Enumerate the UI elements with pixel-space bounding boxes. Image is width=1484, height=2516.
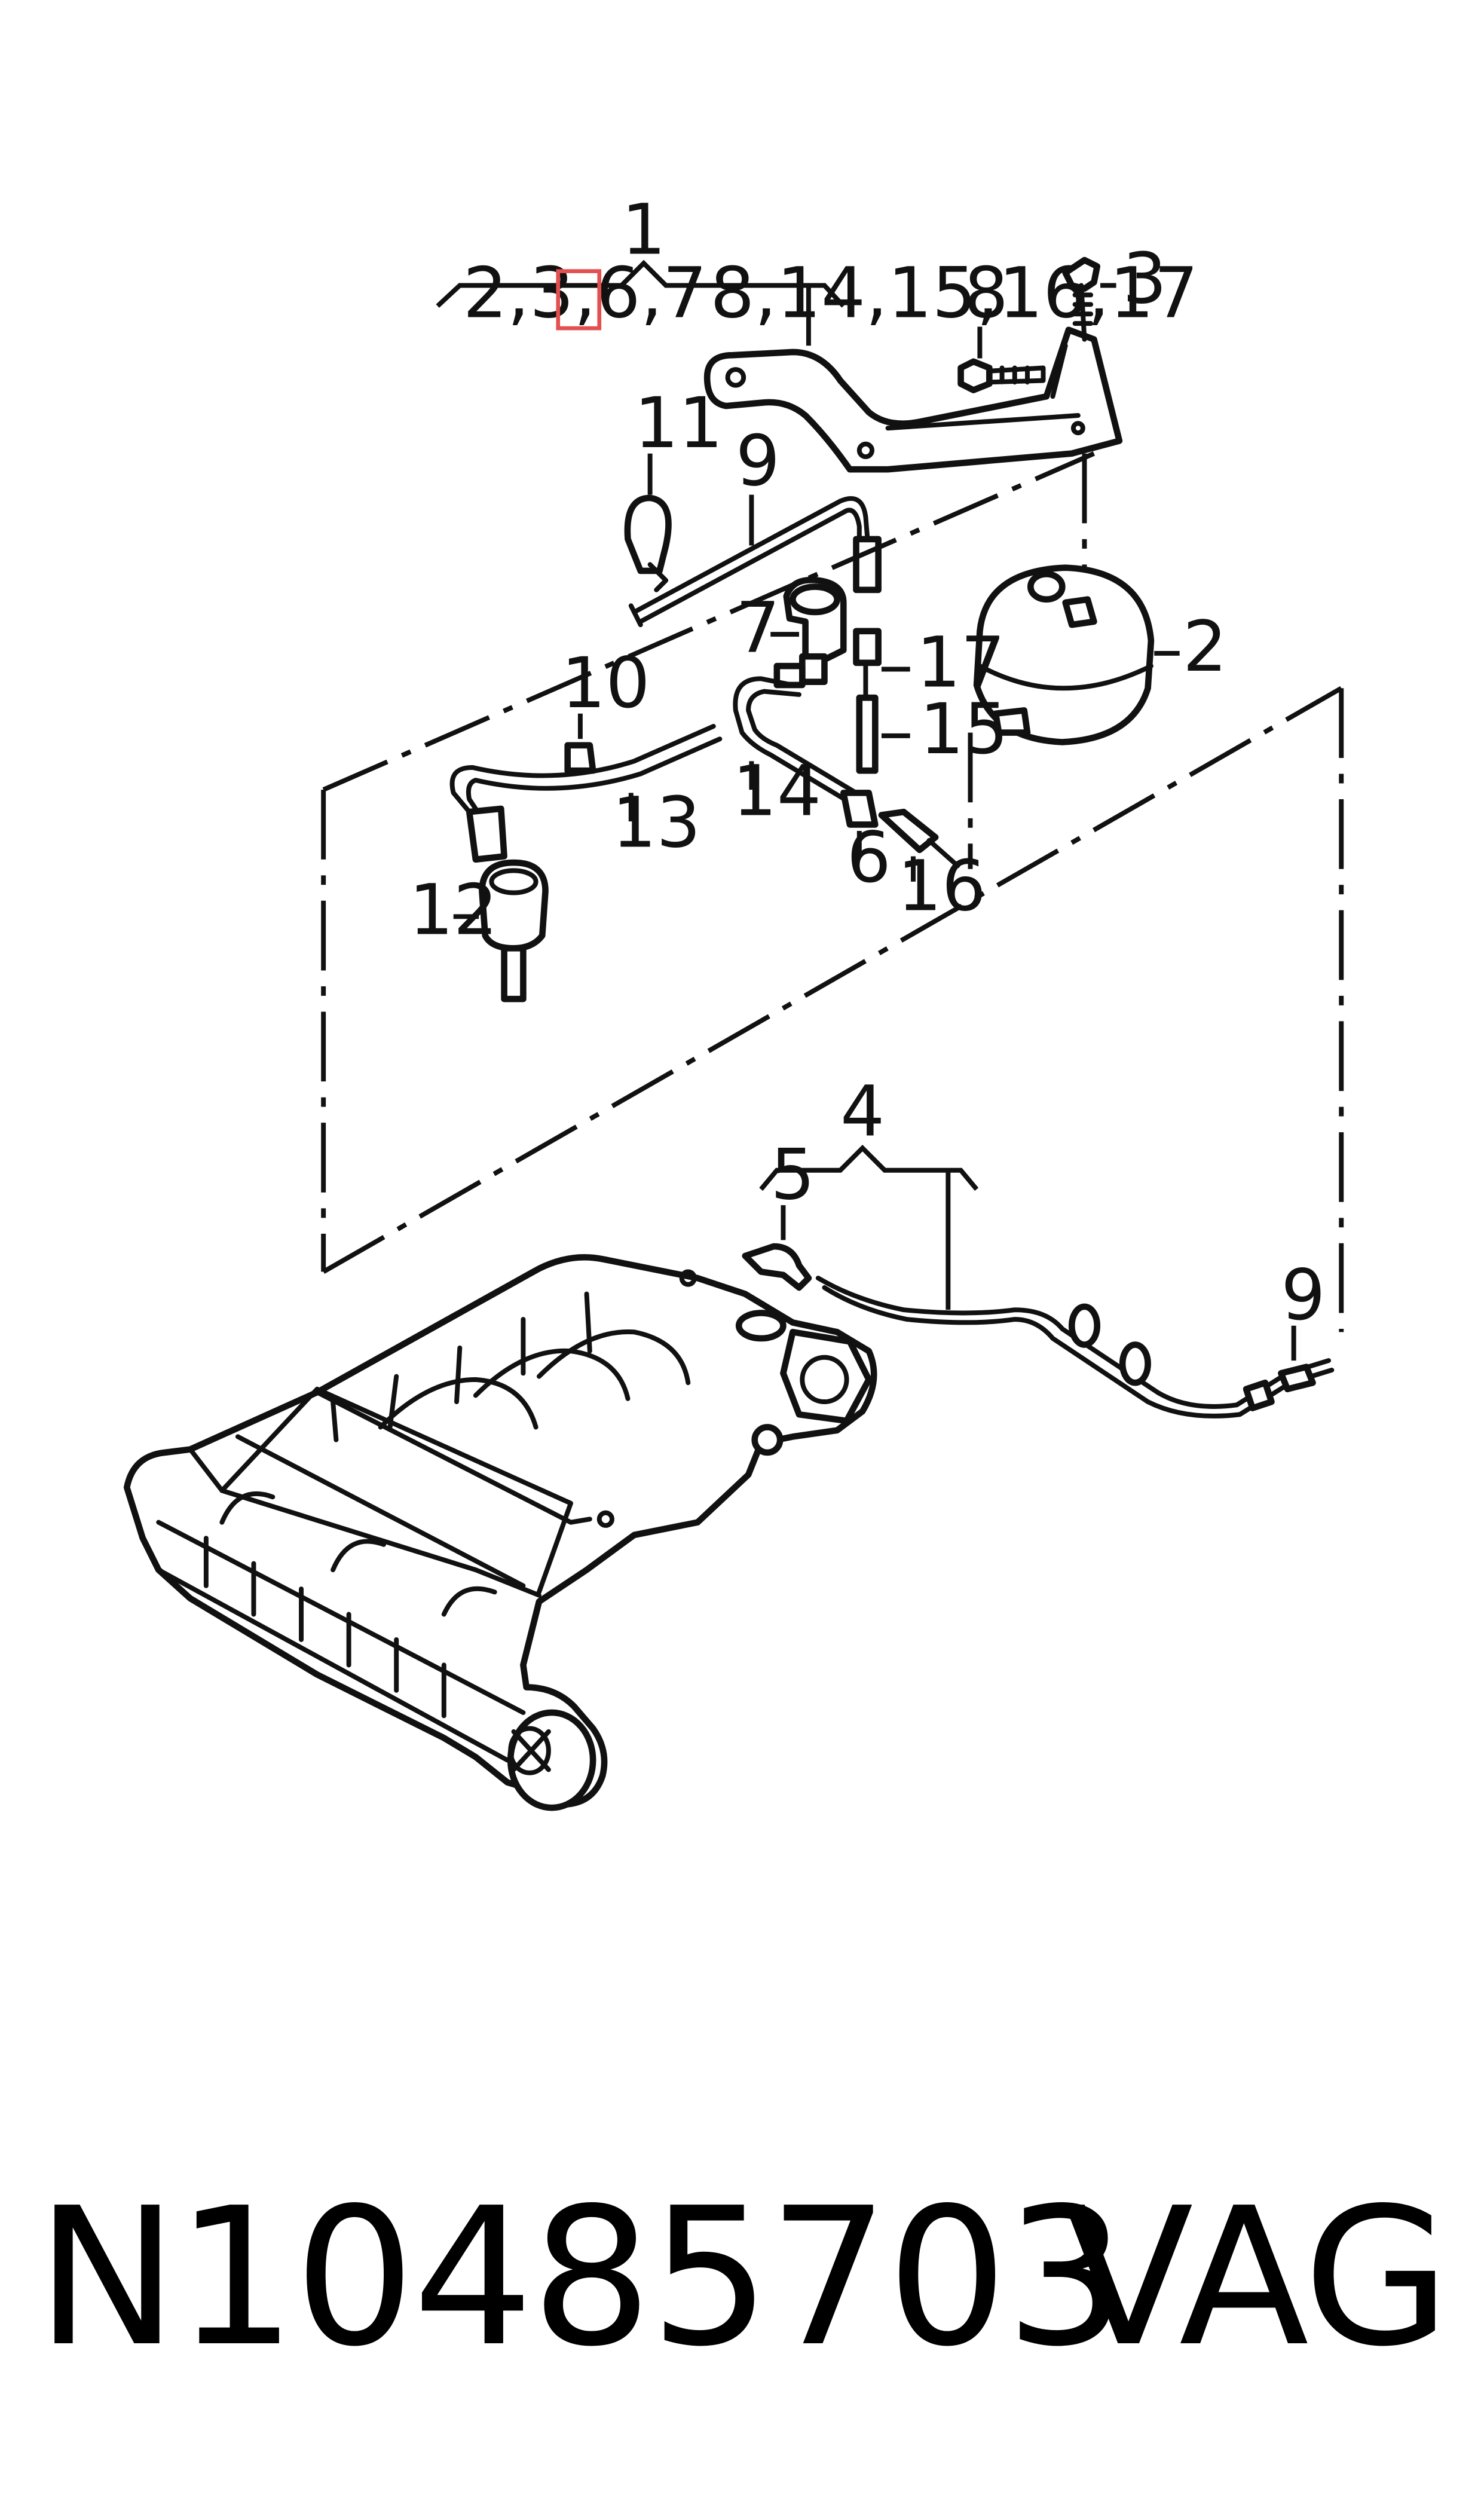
connector-6: 6 [840,790,891,898]
callout-9-bottom: 9 [1281,1255,1325,1336]
callout-3: 3 [1122,239,1167,320]
group-items-prefix: 2,3,6,7 [463,253,707,334]
pipe-15: 15 [856,689,1009,774]
callout-11: 11 [634,383,723,464]
screw-3: 3 [1062,239,1167,342]
group-label-1: 1 [622,189,666,270]
highlighted-part-8[interactable]: 8 [710,253,754,334]
callout-12: 12 [409,869,498,950]
callout-17: 17 [916,622,1005,704]
callout-9-top: 9 [736,421,780,502]
part-number: N10485703 [36,2167,1126,2388]
callout-5: 5 [770,1134,815,1215]
callout-14: 14 [733,751,822,832]
mounting-bracket [703,326,1123,473]
highlight-box [556,269,602,331]
footer: N10485703 VAG [36,2167,1451,2388]
filter-12: 12 [409,805,549,1002]
hose-14: 14 [733,676,859,832]
hose-13: 13 [449,723,723,864]
svg-text:2,3,6,78,14,15,16,17: 2,3,6,78,14,15,16,17 [463,253,1198,334]
connector-17: 17 [853,622,1005,704]
group-label-4: 4 [840,1071,885,1152]
hose-9-upper: 9 [628,421,882,628]
solenoid-valve-7: 7 [736,576,847,689]
group-bracket-4: 4 [759,1071,979,1310]
assembly-frame [321,451,1344,1332]
hose-9-lower: 9 [815,1255,1335,1419]
callout-13: 13 [612,782,701,864]
vacuum-reservoir-2: 2 [973,564,1227,745]
callout-8: 8 [964,253,1008,334]
elbow-5: 5 [742,1134,815,1291]
brand-name: VAG [1063,2167,1451,2388]
callout-15: 15 [920,689,1009,770]
group-items-suffix: ,14,15,16,17 [755,253,1198,334]
check-valve-10: 10 [561,643,650,774]
intake-manifold [123,1254,877,1811]
callout-2: 2 [1183,606,1227,687]
callout-6: 6 [847,817,891,898]
pipe-16: 16 [878,808,986,927]
cable-tie-11: 11 [624,383,723,592]
bolt-8: 8 [957,253,1046,393]
